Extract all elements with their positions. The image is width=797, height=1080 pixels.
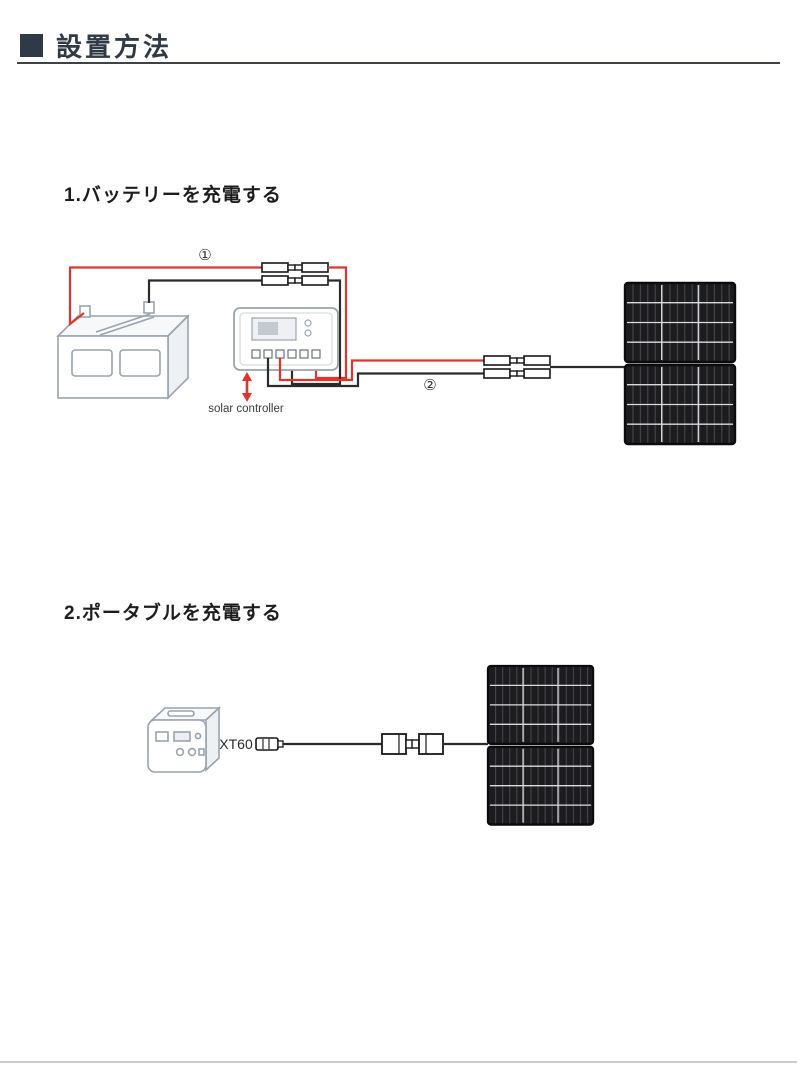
battery-terminal-negative [143, 301, 155, 314]
page-bottom-divider [0, 1061, 797, 1063]
mc4-connector-pair-2 [483, 355, 551, 379]
solar-controller-illustration [233, 307, 339, 371]
xt60-label: XT60 [219, 736, 253, 752]
wire-red-controller-to-panel [278, 358, 484, 382]
section1-title: 1.バッテリーを充電する [64, 185, 282, 206]
battery-illustration [56, 301, 190, 400]
wire-label-2: ② [423, 377, 436, 394]
connector-pair-portable [381, 733, 444, 755]
wire-black-connector-to-controller [290, 279, 342, 386]
power-station-outlet [187, 747, 197, 757]
page-title: 設置方法 [56, 32, 173, 62]
wire-red-connector-to-controller [314, 266, 348, 380]
header-divider [17, 62, 780, 64]
xt60-plug-icon [255, 737, 284, 751]
power-station-screen [173, 731, 191, 742]
portable-power-station-illustration [147, 706, 222, 773]
power-station-outlet [175, 747, 185, 757]
header-square-icon [20, 34, 43, 57]
controller-pointer-arrow-icon [242, 372, 252, 402]
wire-label-1: ① [198, 247, 211, 264]
page-header: 設置方法 [20, 27, 172, 64]
wire-black-battery-to-connector [147, 279, 262, 303]
solar-panel-illustration-2 [486, 664, 595, 826]
controller-ports [251, 349, 321, 359]
battery-terminal-positive [79, 305, 91, 318]
power-station-handle [167, 710, 195, 717]
solar-controller-label: solar controller [208, 403, 284, 415]
mc4-connector-pair-1 [261, 262, 329, 286]
controller-button [304, 319, 312, 327]
wire-red-battery-to-connector [68, 266, 262, 327]
power-station-vent [155, 731, 169, 742]
wire-black-controller-to-panel [266, 358, 484, 388]
solar-panel-illustration-1 [623, 281, 737, 446]
controller-button [304, 329, 312, 337]
section2-title: 2.ポータブルを充電する [64, 603, 282, 624]
